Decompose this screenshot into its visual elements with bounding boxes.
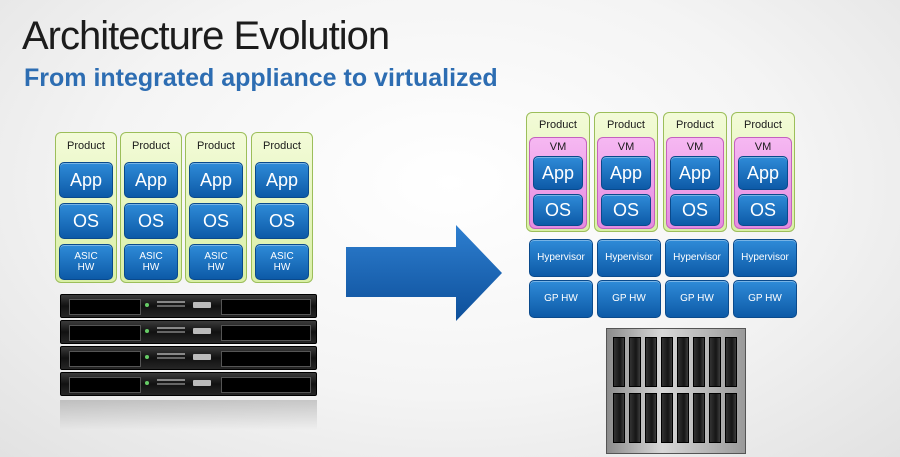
os-block: OS (670, 194, 720, 226)
rack-appliance-icon (60, 346, 317, 370)
asic-hw-label-line1: ASIC (74, 251, 98, 262)
blade-server-chassis-icon (606, 328, 746, 454)
asic-hw-label-line1: ASIC (204, 251, 228, 262)
app-block: App (124, 162, 178, 198)
app-block: App (601, 156, 651, 190)
app-block: App (255, 162, 309, 198)
gp-hw-block: GP HW (529, 280, 593, 318)
product-stack: Product App OS ASIC HW (120, 132, 182, 283)
os-block: OS (255, 203, 309, 239)
product-label: Product (676, 119, 714, 131)
app-block: App (738, 156, 788, 190)
hypervisor-block: Hypervisor (665, 239, 729, 277)
asic-hw-label-line2: HW (273, 262, 291, 273)
asic-hw-label-line1: ASIC (270, 251, 294, 262)
product-label: Product (67, 140, 105, 152)
product-stack: Product App OS ASIC HW (185, 132, 247, 283)
vm-label: VM (754, 141, 772, 153)
vm-container: VM App OS (597, 137, 655, 229)
hypervisor-block: Hypervisor (529, 239, 593, 277)
asic-hw-block: ASIC HW (255, 244, 309, 280)
os-block: OS (124, 203, 178, 239)
os-block: OS (601, 194, 651, 226)
product-label: Product (539, 119, 577, 131)
vm-container: VM App OS (734, 137, 792, 229)
product-label: Product (607, 119, 645, 131)
asic-hw-block: ASIC HW (124, 244, 178, 280)
vm-label: VM (549, 141, 567, 153)
gp-hw-block: GP HW (597, 280, 661, 318)
product-stack: Product App OS ASIC HW (55, 132, 117, 283)
os-block: OS (533, 194, 583, 226)
rack-appliance-icon (60, 320, 317, 344)
asic-hw-label-line2: HW (77, 262, 95, 273)
right-arrow-icon (346, 225, 502, 321)
asic-hw-block: ASIC HW (189, 244, 243, 280)
os-block: OS (189, 203, 243, 239)
vm-container: VM App OS (666, 137, 724, 229)
slide-title: Architecture Evolution (22, 14, 390, 58)
asic-hw-label-line2: HW (207, 262, 225, 273)
product-label: Product (197, 140, 235, 152)
blade-row (613, 393, 737, 443)
rack-appliance-icon (60, 372, 317, 396)
vm-label: VM (686, 141, 704, 153)
product-stack: Product VM App OS (594, 112, 658, 232)
product-stack: Product VM App OS (663, 112, 727, 232)
app-block: App (59, 162, 113, 198)
product-label: Product (132, 140, 170, 152)
vm-container: VM App OS (529, 137, 587, 229)
os-block: OS (738, 194, 788, 226)
blade-row (613, 337, 737, 387)
product-label: Product (744, 119, 782, 131)
product-stack: Product App OS ASIC HW (251, 132, 313, 283)
os-block: OS (59, 203, 113, 239)
gp-hw-block: GP HW (665, 280, 729, 318)
rack-appliance-icon (60, 294, 317, 318)
asic-hw-label-line2: HW (142, 262, 160, 273)
product-label: Product (263, 140, 301, 152)
app-block: App (670, 156, 720, 190)
asic-hw-label-line1: ASIC (139, 251, 163, 262)
app-block: App (533, 156, 583, 190)
product-stack: Product VM App OS (526, 112, 590, 232)
hypervisor-block: Hypervisor (597, 239, 661, 277)
app-block: App (189, 162, 243, 198)
product-stack: Product VM App OS (731, 112, 795, 232)
hypervisor-block: Hypervisor (733, 239, 797, 277)
appliance-reflection (60, 400, 317, 430)
slide-subtitle: From integrated appliance to virtualized (24, 64, 498, 92)
gp-hw-block: GP HW (733, 280, 797, 318)
asic-hw-block: ASIC HW (59, 244, 113, 280)
vm-label: VM (617, 141, 635, 153)
